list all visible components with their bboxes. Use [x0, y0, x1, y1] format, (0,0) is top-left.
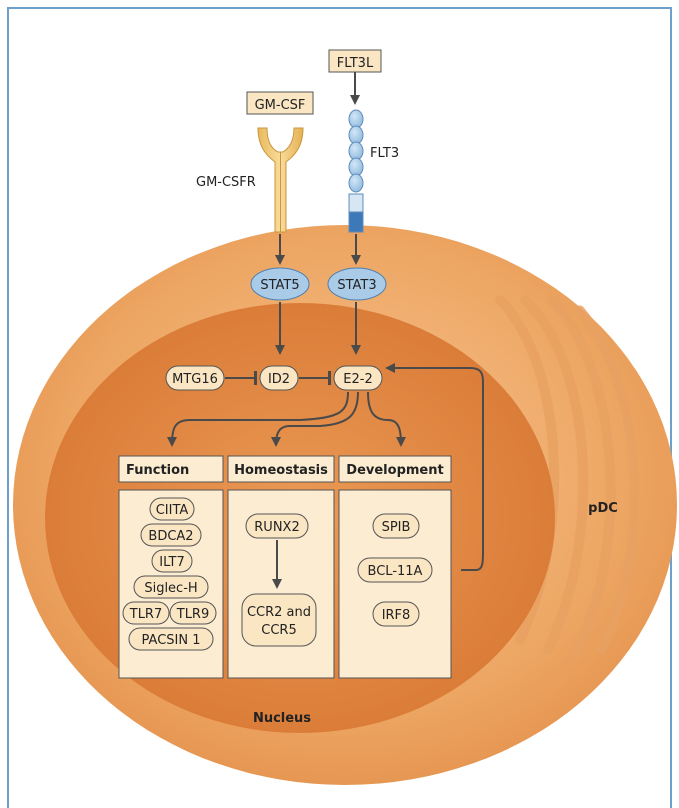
tlr7-label: TLR7: [129, 607, 163, 622]
gmcsf-label: GM-CSF: [255, 98, 306, 113]
signal-arrows: [275, 72, 361, 355]
function-header-label: Function: [126, 463, 189, 478]
gmcsf-box: [246, 91, 314, 115]
tlr9-pill: [169, 601, 217, 625]
pacsin1-label: PACSIN 1: [142, 633, 201, 648]
development-header-label: Development: [346, 463, 443, 478]
bcl11a-pill: [357, 557, 433, 583]
function-header: [118, 455, 224, 483]
mtg16-label: MTG16: [172, 372, 218, 387]
irf8-pill: [372, 601, 420, 627]
id2-node: [259, 365, 299, 391]
homeostasis-header: [227, 455, 335, 483]
stat5-label: STAT5: [260, 278, 299, 293]
bdca2-label: BDCA2: [148, 529, 193, 544]
siglec-h-label: Siglec-H: [144, 581, 197, 596]
runx2-label: RUNX2: [254, 520, 299, 535]
runx2-pill: [245, 513, 309, 539]
ccr-pill: [241, 593, 317, 647]
stat5-node: [250, 267, 310, 301]
flt3l-label: FLT3L: [337, 56, 374, 71]
e22-node: [333, 365, 383, 391]
ciita-pill: [149, 497, 195, 521]
tlr7-pill: [122, 601, 170, 625]
homeostasis-header-label: Homeostasis: [234, 463, 328, 478]
nucleus-label: Nucleus: [253, 711, 311, 726]
pacsin1-pill: [128, 627, 214, 651]
bdca2-pill: [140, 523, 202, 547]
id2-label: ID2: [268, 372, 290, 387]
ciita-label: CIITA: [156, 503, 189, 518]
ccr-label-line2: CCR5: [261, 623, 296, 638]
stat3-node: [327, 267, 387, 301]
bcl11a-label: BCL-11A: [368, 564, 423, 579]
er-arcs: [495, 295, 639, 660]
spib-label: SPIB: [382, 520, 411, 535]
siglec-h-pill: [133, 575, 209, 599]
branch-arrows: [167, 363, 484, 571]
gmcsf-receptor: [257, 127, 304, 233]
pdc-label: pDC: [588, 501, 618, 516]
function-items: [122, 497, 217, 651]
mtg16-node: [165, 365, 225, 391]
irf8-label: IRF8: [382, 608, 411, 623]
flt3-receptor: [348, 109, 364, 233]
spib-pill: [372, 513, 420, 539]
e22-label: E2-2: [343, 372, 372, 387]
ilt7-label: ILT7: [159, 555, 185, 570]
ccr-label-line1: CCR2 and: [247, 605, 311, 620]
gmcsfr-label: GM-CSFR: [196, 175, 256, 190]
flt3-label: FLT3: [370, 146, 399, 161]
tlr9-label: TLR9: [176, 607, 210, 622]
figure-frame: [7, 7, 672, 808]
stat3-label: STAT3: [337, 278, 376, 293]
development-header: [338, 455, 452, 483]
ilt7-pill: [151, 549, 193, 573]
